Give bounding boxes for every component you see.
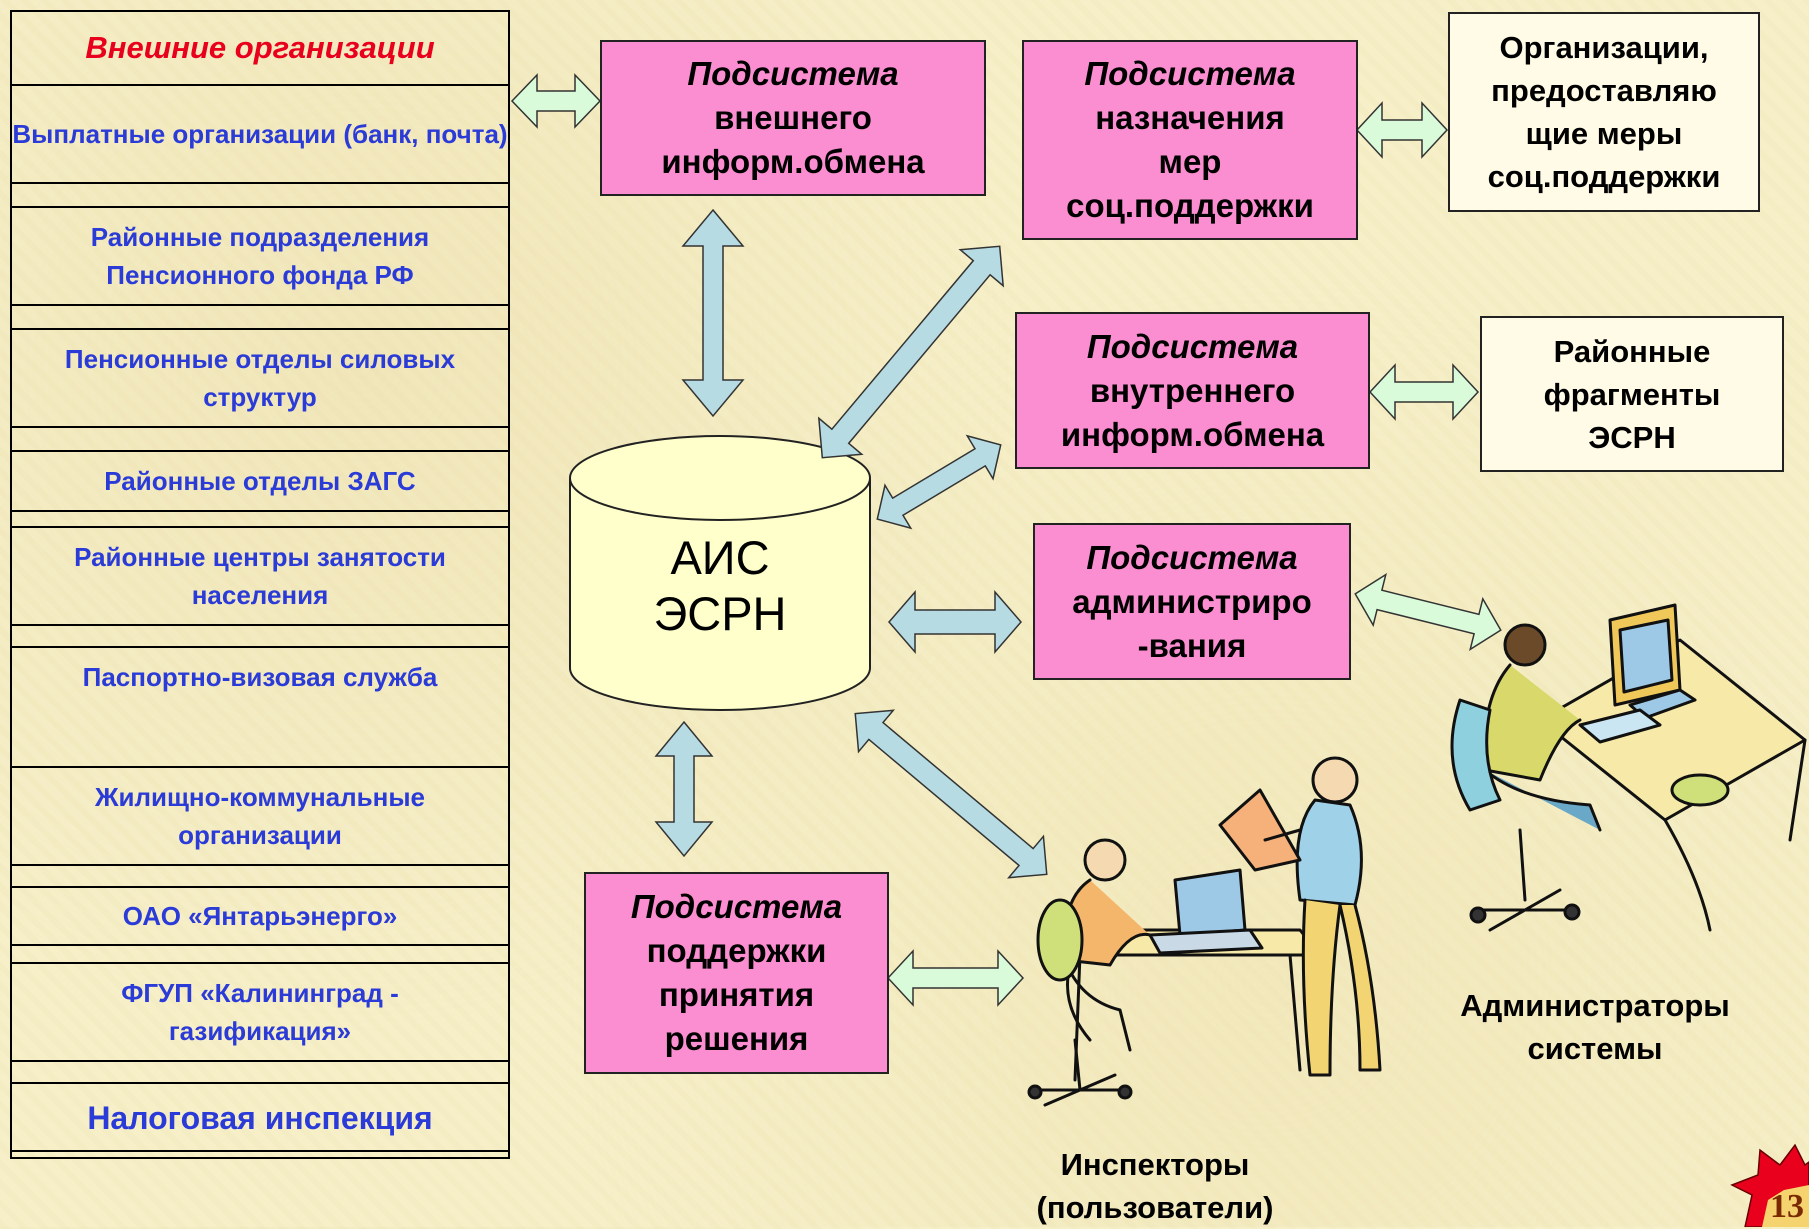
arrow-admin-admins (1354, 573, 1502, 651)
box-line: щие меры (1525, 116, 1683, 151)
subsystem-line: внешнего (714, 99, 872, 136)
box-line: Районные (1553, 333, 1711, 369)
subsystem-title: Подсистема (630, 888, 843, 925)
caption-line: Администраторы (1460, 988, 1730, 1023)
divider (10, 944, 510, 946)
inspectors-clipart-icon (1027, 756, 1382, 1107)
caption-line: (пользователи) (1036, 1190, 1274, 1225)
arrow-internal-fragments (1368, 363, 1480, 421)
box-line: ЭСРН (1588, 419, 1676, 455)
arrow-ais-internal (876, 434, 1002, 530)
subsystem-title: Подсистема (1086, 538, 1298, 576)
arrow-decision-inspectors (886, 949, 1025, 1007)
divider (10, 1060, 510, 1062)
arrow-external-ais (681, 208, 745, 418)
box-line: Организации, (1499, 30, 1709, 65)
divider (10, 510, 510, 512)
arrow-ais-inspectors (854, 709, 1048, 879)
subsystem-title: Подсистема (1084, 55, 1296, 92)
divider (10, 304, 510, 306)
org-housing: Жилищно-коммунальные организации (95, 782, 425, 850)
divider (10, 426, 510, 428)
caption-inspectors: Инспекторы (пользователи) (1005, 1143, 1305, 1229)
divider (10, 1082, 510, 1084)
caption-line: Инспекторы (1060, 1147, 1250, 1182)
subsystem-administration: Подсистема администриро -вания (1033, 523, 1351, 680)
org-gasification: ФГУП «Калининград - газификация» (121, 978, 399, 1046)
divider (10, 526, 510, 528)
subsystem-title: Подсистема (1086, 327, 1299, 365)
subsystem-line: принятия (658, 976, 815, 1013)
arrow-ais-admin (888, 589, 1022, 655)
org-zags: Районные отделы ЗАГС (104, 466, 416, 496)
subsystem-line: назначения (1095, 99, 1285, 136)
divider (10, 450, 510, 452)
database-cylinder-icon (569, 435, 871, 711)
divider (10, 1150, 510, 1152)
box-support-organizations: Организации, предоставляю щие меры соц.п… (1448, 12, 1760, 212)
subsystem-line: решения (664, 1020, 809, 1057)
divider (10, 328, 510, 330)
divider (10, 766, 510, 768)
org-pension-security: Пенсионные отделы силовых структур (64, 344, 456, 412)
admins-clipart-icon (1450, 603, 1807, 932)
caption-admins: Администраторы системы (1410, 984, 1780, 1070)
org-tax: Налоговая инспекция (87, 1100, 433, 1136)
divider (10, 84, 510, 86)
ais-label-line2: ЭСРН (653, 587, 787, 640)
box-district-fragments: Районные фрагменты ЭСРН (1480, 316, 1784, 472)
subsystem-title: Подсистема (687, 55, 899, 92)
external-orgs-title: Внешние организации (85, 30, 435, 65)
org-employment: Районные центры занятости населения (74, 542, 446, 610)
org-passport: Паспортно-визовая служба (82, 662, 438, 692)
ais-esrn-label: АИС ЭСРН (570, 530, 870, 642)
external-orgs-panel (10, 10, 510, 1159)
org-payment: Выплатные организации (банк, почта) (12, 119, 508, 149)
arrow-assignment-orgs (1355, 101, 1449, 159)
divider (10, 886, 510, 888)
divider (10, 962, 510, 964)
ais-label-line1: АИС (670, 531, 770, 584)
page-number: 13 (1770, 1188, 1804, 1225)
org-pension-fund: Районные подразделения Пенсионного фонда… (90, 222, 430, 290)
box-line: фрагменты (1543, 376, 1721, 412)
subsystem-line: информ.обмена (661, 143, 925, 180)
box-line: соц.поддержки (1487, 159, 1721, 194)
subsystem-line: поддержки (646, 932, 827, 969)
subsystem-internal-exchange: Подсистема внутреннего информ.обмена (1015, 312, 1370, 469)
arrow-left-panel-external (510, 73, 602, 129)
subsystem-line: мер (1158, 143, 1222, 180)
arrow-ais-assignment (817, 245, 1005, 459)
arrow-ais-decision (654, 720, 714, 858)
subsystem-external-exchange: Подсистема внешнего информ.обмена (600, 40, 986, 196)
subsystem-line: внутреннего (1089, 371, 1296, 409)
divider (10, 624, 510, 626)
subsystem-line: информ.обмена (1060, 415, 1325, 453)
org-yantarenergo: ОАО «Янтарьэнерго» (122, 901, 398, 931)
subsystem-assignment: Подсистема назначения мер соц.поддержки (1022, 40, 1358, 240)
divider (10, 206, 510, 208)
divider (10, 182, 510, 184)
box-line: предоставляю (1491, 73, 1717, 108)
subsystem-line: соц.поддержки (1066, 187, 1314, 224)
divider (10, 646, 510, 648)
subsystem-line: администриро (1072, 582, 1312, 620)
caption-line: системы (1527, 1031, 1663, 1066)
subsystem-line: -вания (1137, 626, 1247, 664)
subsystem-decision-support: Подсистема поддержки принятия решения (584, 872, 889, 1074)
divider (10, 864, 510, 866)
